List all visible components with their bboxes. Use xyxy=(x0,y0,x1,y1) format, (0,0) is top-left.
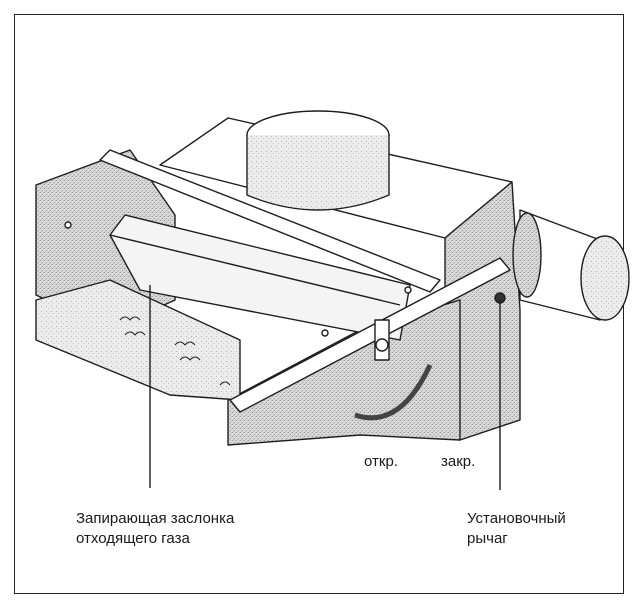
label-closed: закр. xyxy=(441,453,476,470)
label-lever: Установочный рычаг xyxy=(467,509,566,549)
lever-arc xyxy=(354,363,433,421)
side-rail xyxy=(229,257,511,413)
flue-collar-body xyxy=(246,135,390,211)
label-lever-line1: Установочный xyxy=(467,510,566,527)
label-damper: Запирающая заслонка отходящего газа xyxy=(76,509,234,549)
label-damper-line1: Запирающая заслонка xyxy=(76,510,235,527)
top-bar xyxy=(99,149,441,293)
label-damper-line2: отходящего газа xyxy=(76,530,190,547)
label-open: откр. xyxy=(364,453,398,470)
fan-end-cap xyxy=(580,235,630,321)
label-lever-line2: рычаг xyxy=(467,530,508,547)
